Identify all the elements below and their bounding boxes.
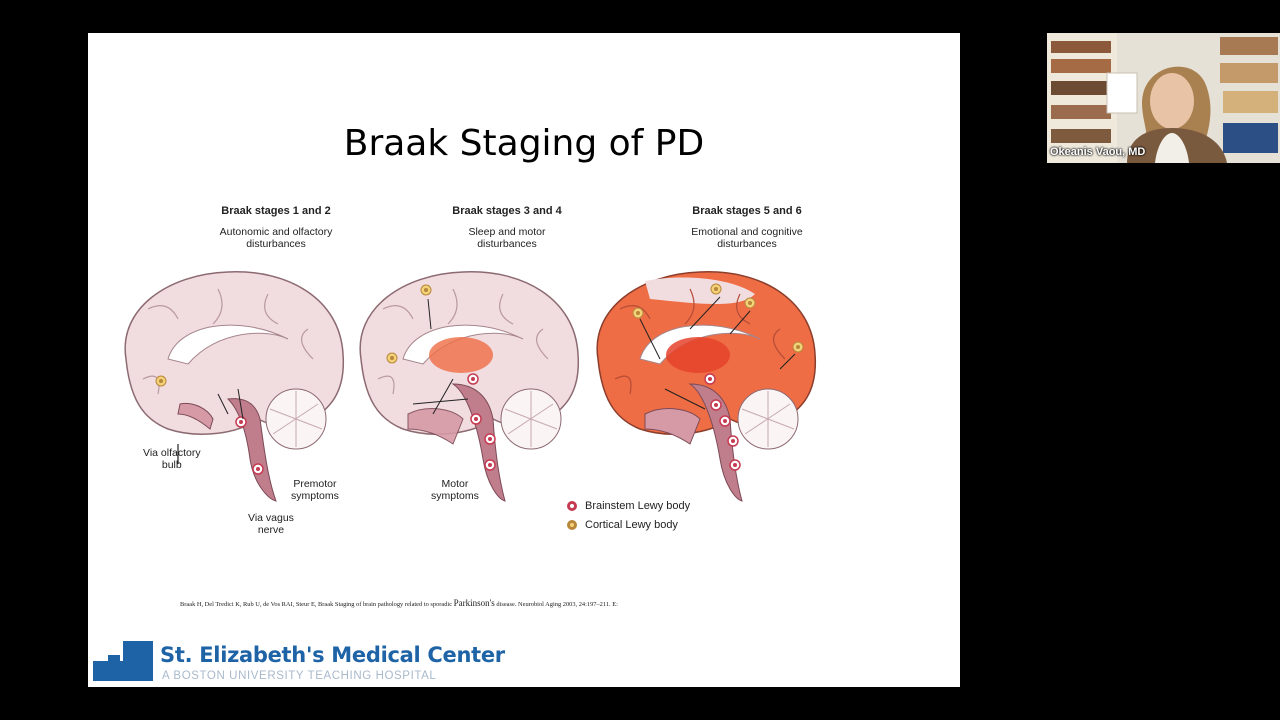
participant-video-feed	[1047, 33, 1280, 163]
callout-motor-symptoms: Motor symptoms	[431, 478, 479, 502]
callout-olfactory-bulb: Via olfactory bulb	[143, 447, 201, 471]
citation-text: Braak H, Del Tredici K, Rub U, de Vos RA…	[180, 601, 454, 608]
brain-diagram-stages-1-2	[124, 271, 345, 502]
citation: Braak H, Del Tredici K, Rub U, de Vos RA…	[180, 598, 618, 608]
logo-mark-icon	[93, 641, 153, 681]
legend-label: Brainstem Lewy body	[585, 500, 691, 512]
brain-diagram-stages-3-4	[359, 271, 580, 502]
brainstem-lewy-body-icon	[567, 501, 577, 511]
participant-name-label: Okeanis Vaou, MD	[1050, 146, 1146, 158]
panel-stages-3-4: Braak stages 3 and 4 Sleep and motor dis…	[387, 205, 627, 250]
slide-title: Braak Staging of PD	[343, 123, 705, 164]
panel-stages-1-2: Braak stages 1 and 2 Autonomic and olfac…	[156, 205, 396, 250]
citation-text-end: disease. Neurobiol Aging 2003, 24:197–21…	[494, 601, 618, 608]
cortical-lewy-body-icon	[567, 520, 577, 530]
shared-slide: Braak Staging of PD Braak stages 1 and 2…	[88, 33, 960, 687]
panel-description: Emotional and cognitive disturbances	[691, 226, 803, 250]
legend-label: Cortical Lewy body	[585, 519, 678, 531]
panel-description: Autonomic and olfactory disturbances	[219, 226, 333, 250]
citation-emphasis: Parkinson's	[453, 598, 495, 608]
hospital-logo: St. Elizabeth's Medical Center A BOSTON …	[93, 639, 553, 685]
callout-vagus-nerve: Via vagus nerve	[248, 512, 294, 536]
logo-subtitle: A BOSTON UNIVERSITY TEACHING HOSPITAL	[162, 670, 437, 682]
callout-premotor-symptoms: Premotor symptoms	[291, 478, 339, 502]
participant-video-tile[interactable]: Okeanis Vaou, MD	[1047, 33, 1280, 163]
legend-brainstem-lewy-body: Brainstem Lewy body	[567, 500, 690, 512]
panel-stage-label: Braak stages 5 and 6	[692, 205, 802, 217]
brain-diagram-stages-5-6	[596, 271, 817, 502]
panel-stage-label: Braak stages 1 and 2	[221, 205, 331, 217]
legend-cortical-lewy-body: Cortical Lewy body	[567, 519, 678, 531]
panel-description: Sleep and motor disturbances	[468, 226, 546, 250]
logo-name: St. Elizabeth's Medical Center	[160, 643, 505, 667]
panel-stage-label: Braak stages 3 and 4	[452, 205, 562, 217]
panel-stages-5-6: Braak stages 5 and 6 Emotional and cogni…	[627, 205, 867, 250]
